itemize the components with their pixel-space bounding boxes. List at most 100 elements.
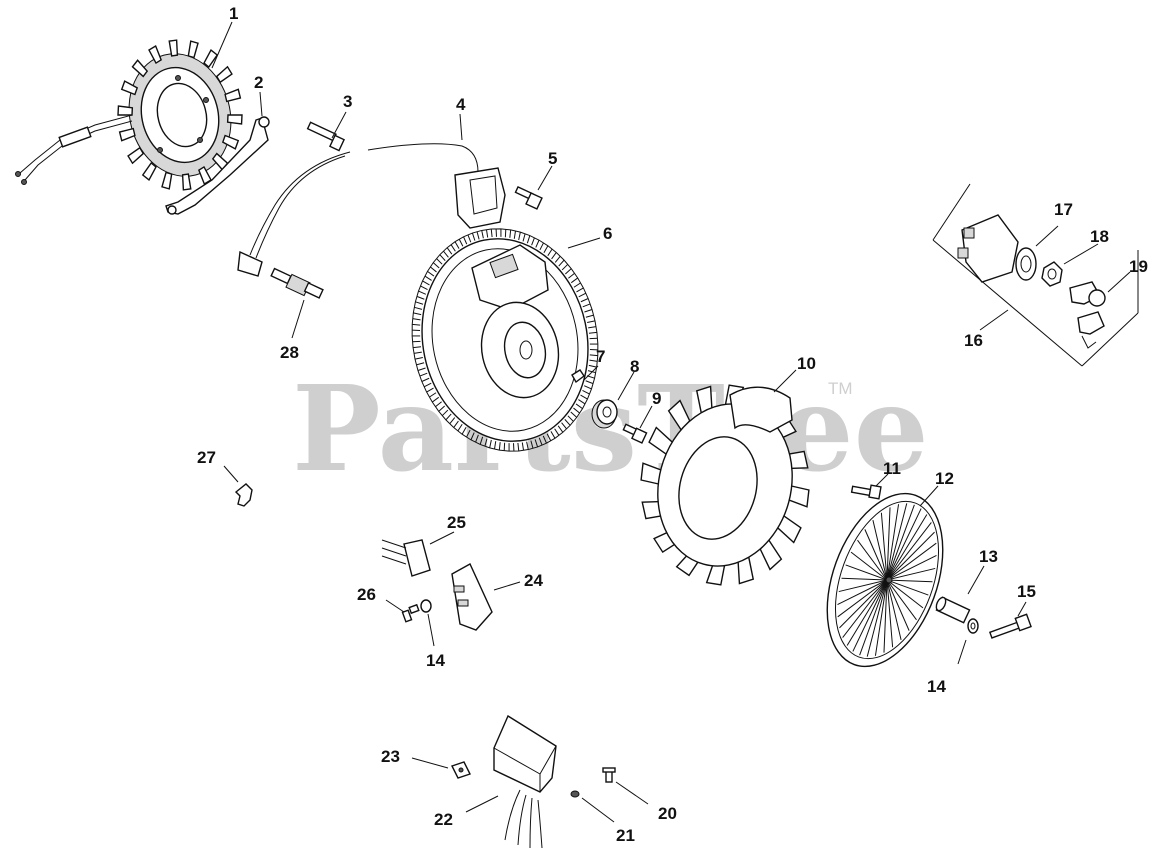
clip-part-27: [234, 483, 253, 507]
gear-tooth: [458, 238, 464, 247]
gear-tooth: [420, 285, 428, 290]
gear-tooth: [567, 415, 574, 422]
gear-tooth: [441, 409, 449, 417]
callout-8: 8: [630, 357, 639, 376]
gear-tooth: [436, 258, 443, 265]
spacer-part: [935, 596, 971, 624]
screen-rib: [886, 579, 924, 609]
gear-tooth: [416, 362, 425, 366]
screen-rib: [845, 564, 888, 581]
screen-rib: [838, 579, 888, 593]
screen-rib: [883, 579, 888, 653]
gear-tooth: [471, 232, 476, 241]
bracket-part: [165, 116, 270, 215]
gear-tooth: [558, 259, 565, 267]
screw-part-20: [602, 767, 616, 783]
stator-tooth: [141, 161, 157, 182]
gear-tooth: [584, 309, 593, 313]
gear-tooth: [435, 401, 442, 408]
gear-tooth: [557, 425, 564, 433]
gear-tooth: [526, 235, 531, 244]
callout-9: 9: [652, 389, 661, 408]
gear-tooth: [551, 252, 557, 260]
gear-tooth: [413, 312, 422, 316]
screen-rib: [886, 579, 933, 583]
gear-tooth: [481, 230, 484, 239]
gear-tooth: [576, 287, 584, 293]
gear-rim: [411, 228, 599, 452]
gear-tooth: [570, 411, 578, 418]
gear-tooth: [485, 229, 489, 238]
gear-tooth: [466, 429, 471, 438]
gear-tooth: [413, 351, 422, 354]
gear-tooth: [424, 275, 432, 281]
stator-tooth: [203, 48, 219, 69]
gear-tooth: [547, 248, 553, 256]
stator-tooth: [117, 105, 134, 116]
gear-tooth: [427, 270, 435, 277]
gear-tooth: [429, 266, 437, 273]
washer-part-8: [591, 399, 618, 429]
stator-tooth: [118, 127, 136, 142]
clip-part-23: [451, 761, 471, 779]
gear-tooth: [554, 428, 560, 436]
screen-rib: [874, 579, 888, 656]
gear-tooth: [546, 433, 552, 442]
gear-tooth: [446, 247, 453, 255]
gear-tooth: [463, 236, 468, 245]
screen-rib: [857, 539, 888, 581]
callout-5: 5: [548, 149, 557, 168]
gear-tooth: [587, 320, 596, 324]
leader-lines: [211, 21, 1131, 823]
callout-17: 17: [1054, 200, 1073, 219]
screen-rib: [846, 579, 888, 646]
gear-tooth: [570, 277, 579, 284]
stator-tooth: [224, 88, 242, 103]
ignition-module-part: [237, 143, 506, 277]
bolt-part-15: [988, 613, 1032, 639]
callout-14-right: 14: [927, 677, 946, 696]
gear-tooth: [585, 314, 594, 318]
gear-tooth: [565, 268, 572, 275]
gear-tooth: [414, 306, 423, 310]
screen-rib: [850, 551, 888, 581]
gear-tooth: [489, 439, 492, 448]
callout-1: 1: [229, 4, 238, 23]
gear-tooth: [561, 263, 569, 271]
gear-tooth: [454, 241, 460, 249]
washer-part-14-left: [420, 599, 432, 613]
screen-rib: [866, 579, 888, 657]
callout-25: 25: [447, 513, 466, 532]
gear-tooth: [470, 432, 475, 441]
connector-part: [381, 539, 431, 577]
gear-tooth: [421, 377, 430, 382]
gear-tooth: [449, 417, 456, 425]
rectifier-part: [451, 563, 493, 631]
gear-tooth: [542, 435, 547, 444]
gear-tooth: [588, 331, 597, 334]
gear-tooth: [575, 403, 583, 410]
gear-tooth: [431, 396, 440, 403]
stator-tooth: [131, 59, 149, 78]
gear-tooth: [416, 295, 425, 300]
callout-20: 20: [658, 804, 677, 823]
screen-rib: [886, 504, 900, 581]
gear-tooth: [578, 399, 586, 405]
stator-tooth: [226, 114, 243, 125]
screen-rib: [842, 579, 888, 638]
callout-21: 21: [616, 826, 635, 845]
screen-rib: [886, 542, 937, 581]
gear-tooth: [432, 262, 440, 269]
callout-24: 24: [524, 571, 543, 590]
stator-tooth: [168, 39, 179, 57]
lock-washer-part: [1015, 247, 1037, 281]
nut-part-18: [1041, 261, 1063, 287]
gear-tooth: [589, 359, 598, 362]
callout-19: 19: [1129, 257, 1148, 276]
gear-tooth: [535, 239, 540, 248]
screen-rib: [886, 579, 929, 596]
gear-tooth: [484, 438, 488, 447]
callout-12: 12: [935, 469, 954, 488]
callout-6: 6: [603, 224, 612, 243]
gear-tooth: [490, 228, 493, 238]
